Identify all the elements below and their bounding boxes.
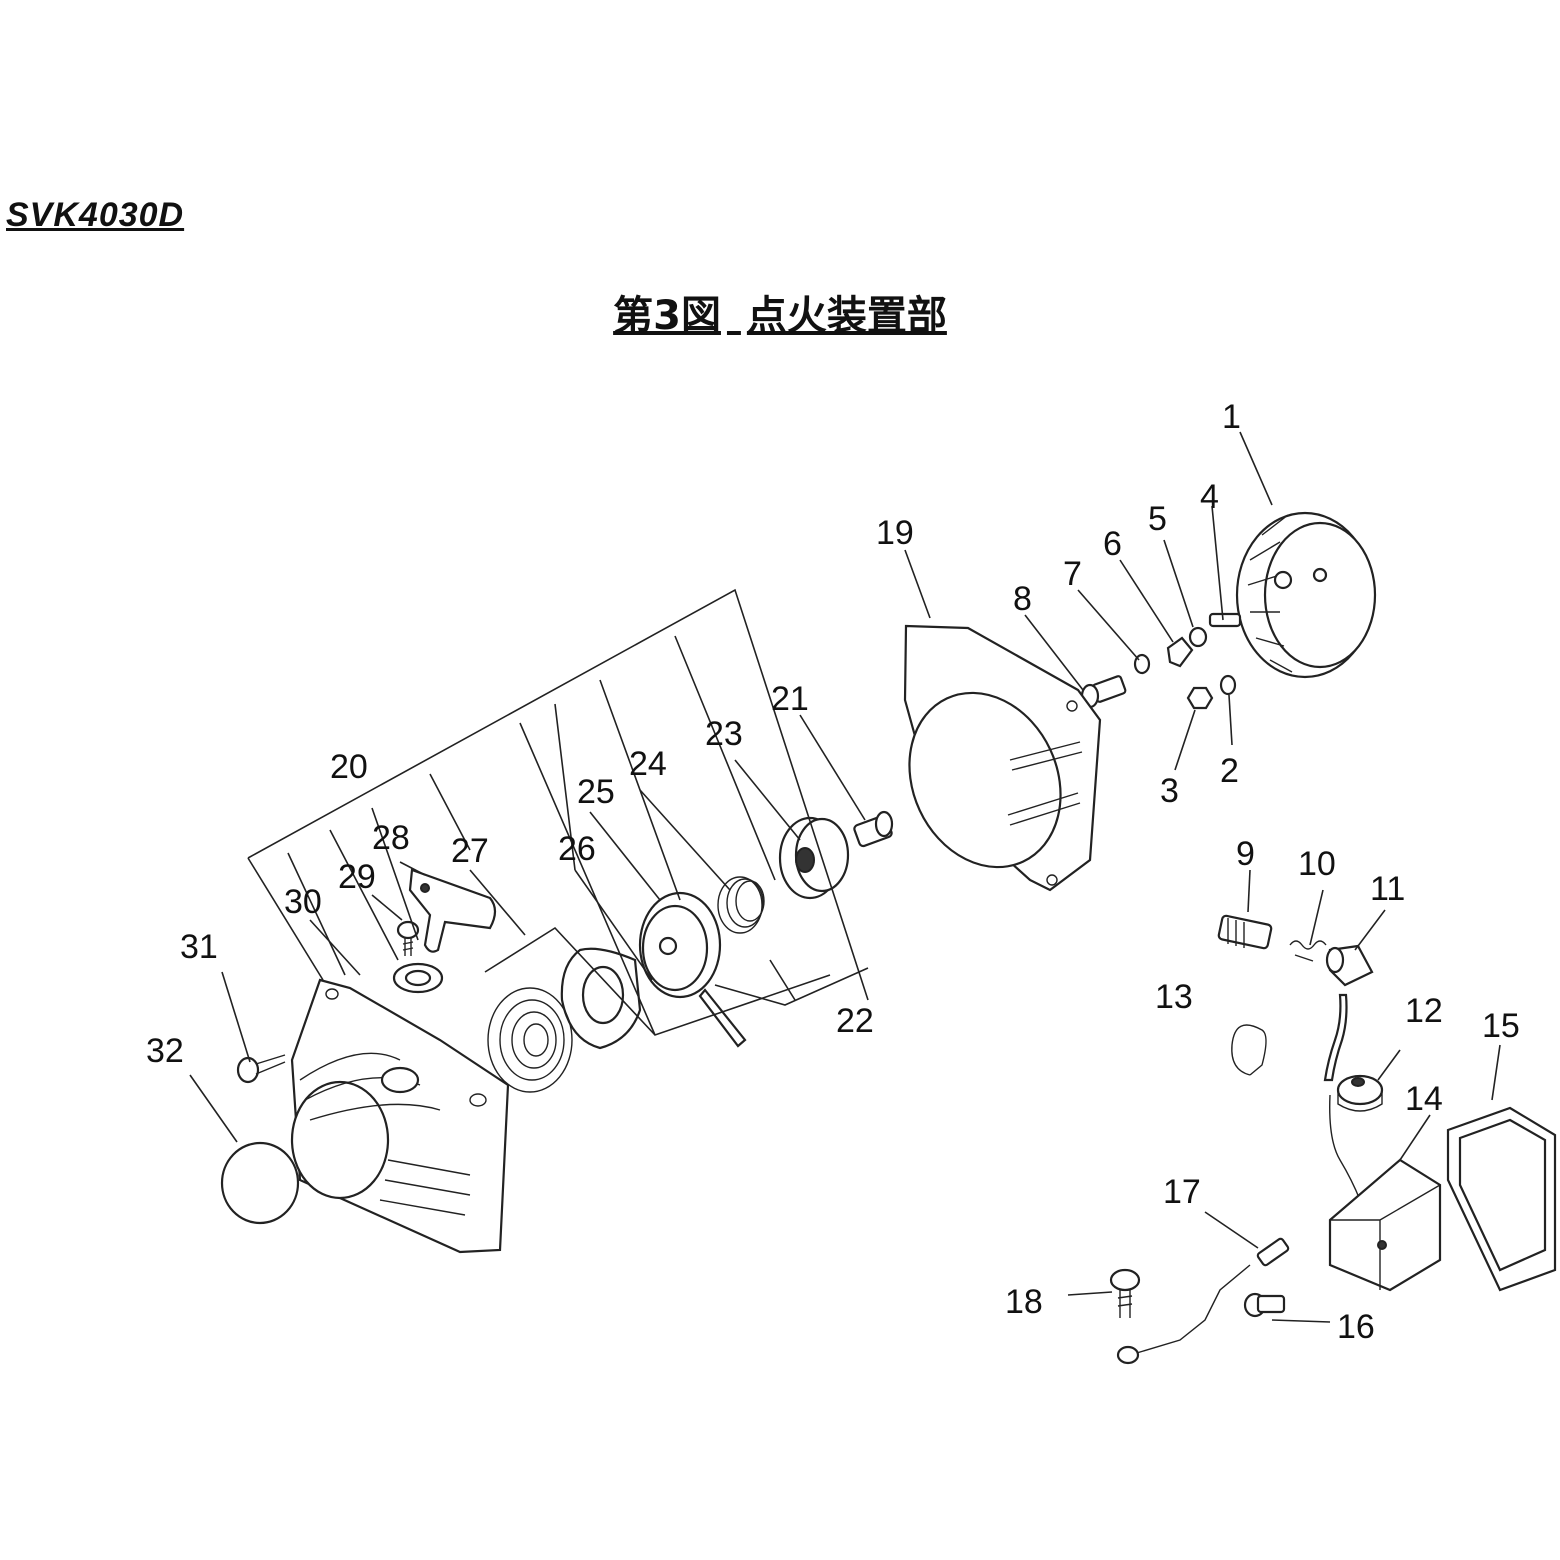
callout-28: 28	[372, 819, 410, 857]
part-plug-cap	[1323, 944, 1374, 1082]
part-ground-screw	[1109, 1268, 1141, 1318]
callout-17: 17	[1163, 1173, 1201, 1211]
callout-29: 29	[338, 858, 376, 896]
callout-24: 24	[629, 745, 667, 783]
figure-title: 第3図 点火装置部	[0, 283, 1560, 341]
callout-11: 11	[1370, 870, 1405, 908]
callout-7: 7	[1063, 555, 1082, 593]
part-wire-clip	[1231, 1024, 1267, 1076]
callout-3: 3	[1160, 772, 1179, 810]
figure-number: 第3図	[613, 293, 721, 339]
part-cover-cap	[220, 1141, 300, 1225]
callout-23: 23	[705, 715, 743, 753]
callout-22: 22	[836, 1002, 874, 1040]
part-starter-cover	[290, 978, 510, 1254]
part-rope-guide	[392, 962, 444, 994]
part-spark-plug	[1217, 914, 1273, 950]
model-code: SVK4030D	[6, 196, 185, 234]
part-spring-washer	[1188, 626, 1208, 648]
part-starter-pulley	[778, 816, 850, 900]
part-spiral-spring	[487, 987, 573, 1093]
callout-21: 21	[771, 680, 809, 718]
part-handle-screw	[396, 920, 420, 956]
part-grommet	[1336, 1074, 1384, 1112]
callout-20: 20	[330, 748, 368, 786]
callout-27: 27	[451, 832, 489, 870]
callout-25: 25	[577, 773, 615, 811]
figure-name: 点火装置部	[746, 293, 947, 339]
part-bolt	[1080, 675, 1127, 709]
callout-31: 31	[180, 928, 218, 966]
part-cover-screw	[236, 1054, 286, 1084]
part-recoil-spring	[717, 876, 765, 934]
part-flywheel	[1235, 511, 1377, 679]
callout-13: 13	[1155, 978, 1193, 1016]
callout-16: 16	[1337, 1308, 1375, 1346]
part-ground-wire	[1116, 1237, 1290, 1365]
callout-5: 5	[1148, 500, 1167, 538]
part-starter-shaft	[853, 810, 894, 848]
part-coil-bolt	[1243, 1292, 1286, 1318]
part-coil-cover	[1446, 1106, 1557, 1292]
callout-26: 26	[558, 830, 596, 868]
callout-6: 6	[1103, 525, 1122, 563]
callout-18: 18	[1005, 1283, 1043, 1321]
part-plug-spring	[1289, 940, 1327, 962]
part-fan-housing	[903, 624, 1102, 892]
part-spring-case	[560, 947, 642, 1050]
callout-32: 32	[146, 1032, 184, 1070]
part-stud	[1208, 612, 1242, 628]
leader-lines	[189, 431, 1501, 1323]
callout-15: 15	[1482, 1007, 1520, 1045]
callout-2: 2	[1220, 752, 1239, 790]
part-nut	[1186, 686, 1214, 710]
callout-12: 12	[1405, 992, 1443, 1030]
part-rope-reel	[638, 891, 747, 1048]
callout-4: 4	[1200, 478, 1219, 516]
part-washer	[1219, 674, 1237, 696]
callout-19: 19	[876, 514, 914, 552]
part-starter-handle	[408, 868, 497, 953]
callout-10: 10	[1298, 845, 1336, 883]
callout-9: 9	[1236, 835, 1255, 873]
callout-1: 1	[1222, 398, 1241, 436]
callout-8: 8	[1013, 580, 1032, 618]
part-pawl	[1166, 636, 1194, 668]
callout-14: 14	[1405, 1080, 1443, 1118]
callout-30: 30	[284, 883, 322, 921]
callout-labels: 1 2 3 4 5 6 7 8 9 10 11 12 13 14 15 16 1…	[146, 398, 1520, 1346]
